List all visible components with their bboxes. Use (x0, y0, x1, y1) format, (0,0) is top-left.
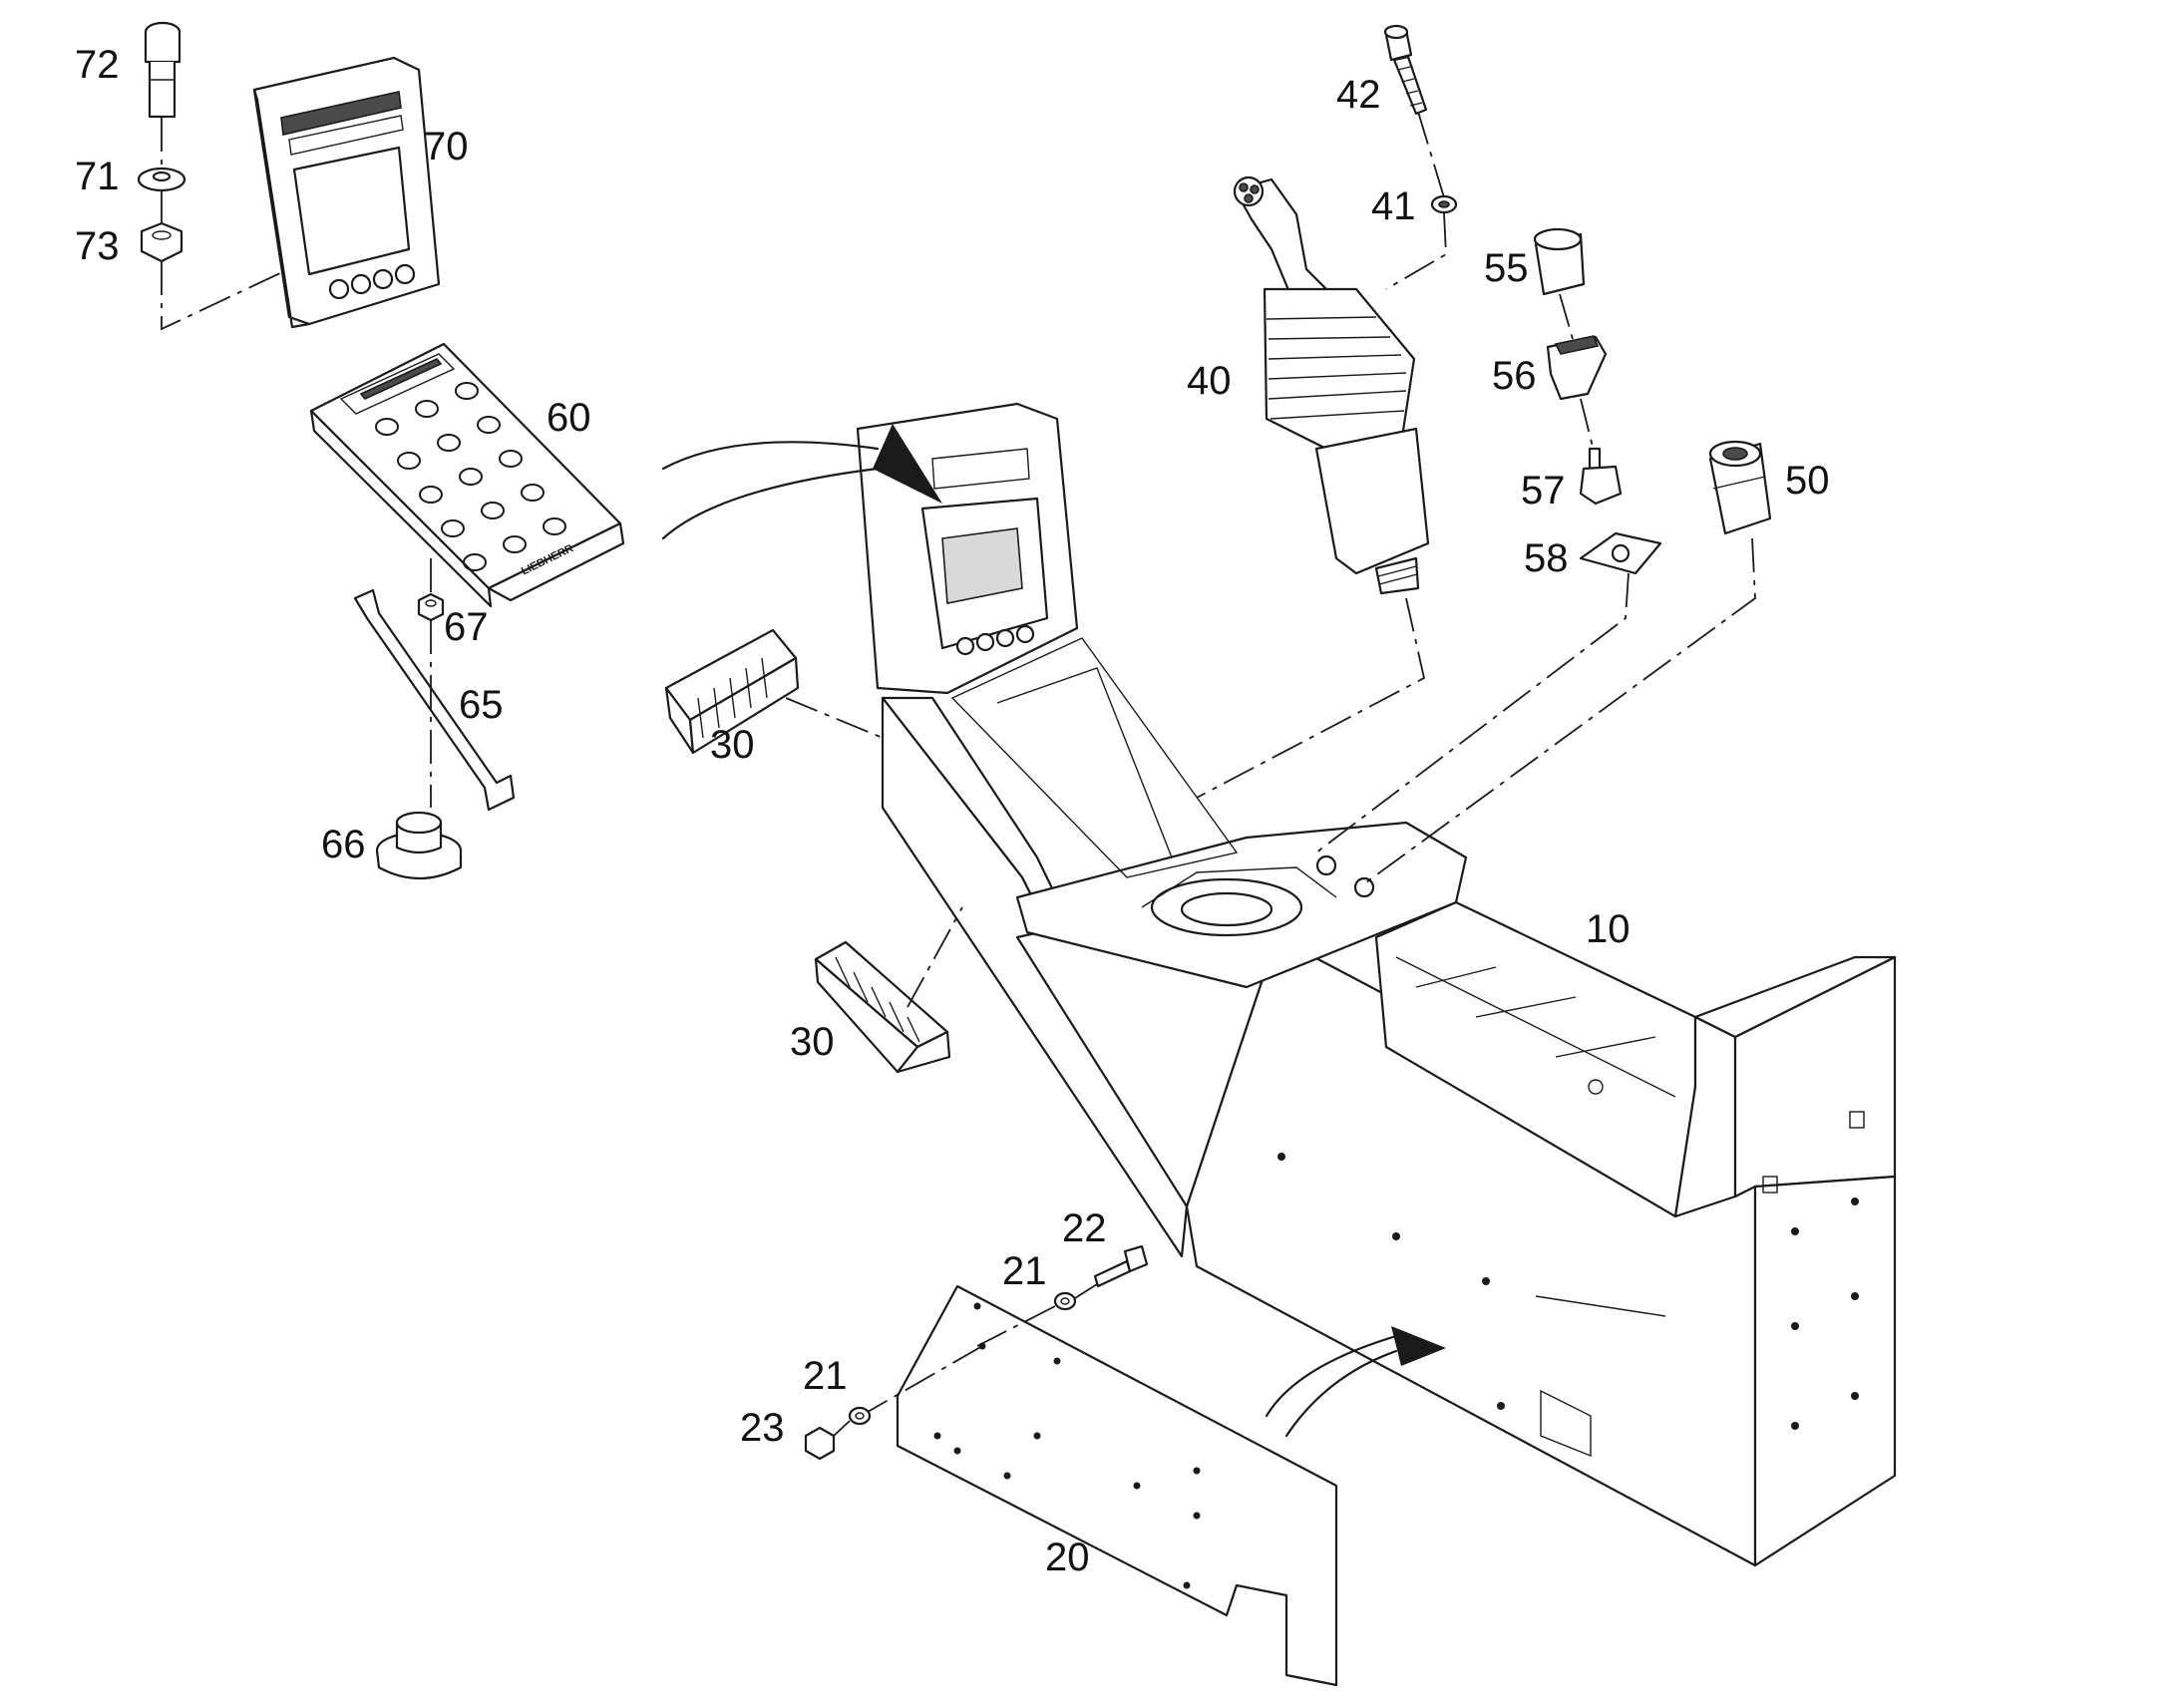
callout-72: 72 (75, 43, 120, 87)
callout-60: 60 (546, 396, 591, 440)
leader-lines (161, 111, 1756, 1437)
part-66-rubber-mount (375, 811, 463, 880)
callout-55: 55 (1484, 246, 1529, 290)
part-56-switch-bracket (1546, 335, 1608, 401)
part-60-switch-panel: LIEBHERR (309, 342, 625, 608)
callout-41: 41 (1371, 184, 1416, 228)
part-71-washer (137, 167, 186, 192)
callout-40: 40 (1187, 359, 1232, 403)
callout-20: 20 (1045, 1536, 1090, 1579)
callout-50: 50 (1785, 459, 1830, 503)
callout-21-lower: 21 (803, 1354, 848, 1398)
callout-70: 70 (424, 125, 469, 169)
callout-56: 56 (1492, 354, 1537, 398)
callout-30-upper: 30 (710, 723, 755, 767)
callout-labels: 10 20 21 21 22 23 30 30 40 41 42 50 55 5… (75, 43, 1830, 1579)
part-42-screw (1383, 24, 1428, 116)
part-23-nut (804, 1426, 836, 1461)
callout-22: 22 (1062, 1206, 1107, 1250)
callout-57: 57 (1521, 469, 1566, 512)
part-58-gasket-plate (1579, 531, 1662, 575)
callout-65: 65 (459, 683, 504, 727)
part-20-cover-plate (896, 1284, 1446, 1687)
part-55-switch-cap (1533, 227, 1586, 296)
part-72-screw (144, 21, 182, 119)
callout-10: 10 (1586, 907, 1631, 951)
callout-21-upper: 21 (1002, 1249, 1047, 1293)
part-30-vent-upper (664, 628, 800, 755)
callout-42: 42 (1336, 73, 1381, 117)
part-65-bracket (353, 588, 516, 812)
part-21-washer-upper (1053, 1291, 1077, 1311)
callout-30-lower: 30 (790, 1020, 835, 1064)
part-41-washer (1430, 194, 1458, 214)
part-40-joystick (1233, 175, 1430, 595)
part-67-nut (417, 592, 445, 622)
part-22-screw (1093, 1244, 1149, 1288)
callout-67: 67 (444, 605, 489, 649)
callout-58: 58 (1524, 536, 1569, 580)
part-10-console-housing (661, 402, 1897, 1567)
part-73-nut (140, 221, 183, 263)
part-30-vent-lower (814, 940, 951, 1074)
callout-73: 73 (75, 224, 120, 268)
part-50-rotary-knob (1708, 440, 1772, 535)
part-57-switch-pin (1579, 447, 1623, 506)
part-70-display-monitor (252, 56, 441, 329)
callout-66: 66 (321, 823, 366, 866)
callout-71: 71 (75, 155, 120, 198)
part-21-washer-lower (848, 1406, 872, 1426)
callout-23: 23 (740, 1406, 785, 1450)
